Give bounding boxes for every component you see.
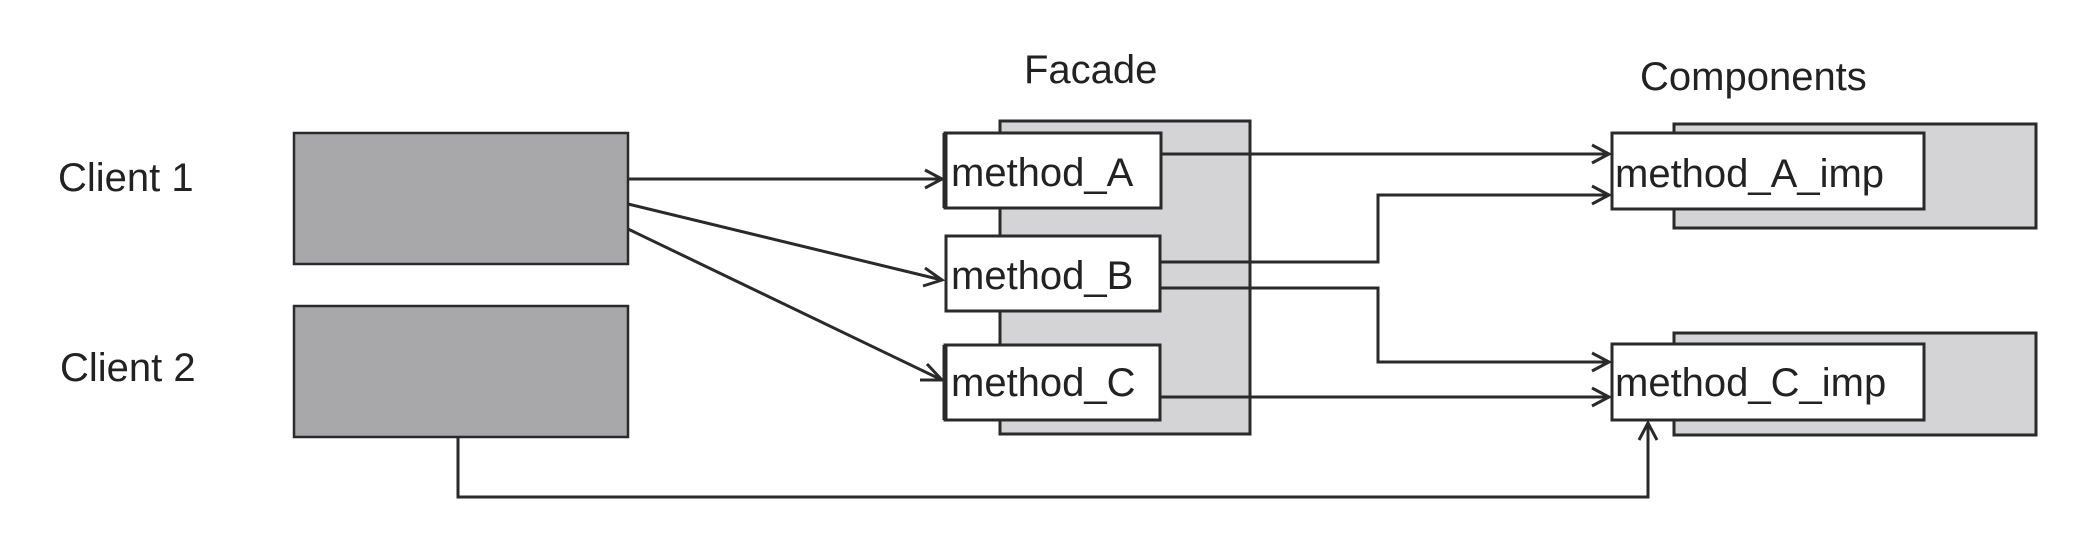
facade-heading: Facade — [1024, 48, 1157, 92]
component-method-a-imp-box — [1610, 131, 1926, 211]
client-2-label: Client 2 — [60, 346, 196, 390]
connector-client1-method-a — [628, 168, 946, 190]
facade-method-c-box — [943, 343, 1162, 422]
client-2-box — [292, 304, 630, 439]
connector-client2-to-c-imp — [456, 419, 1659, 499]
component-method-a-imp: method_A_imp — [1610, 131, 1926, 211]
client-1-label: Client 1 — [58, 156, 194, 200]
component-method-c-imp: method_C_imp — [1610, 342, 1926, 422]
client-1-box — [292, 131, 630, 266]
facade-method-a-box — [943, 131, 1163, 210]
component-method-c-imp-label: method_C_imp — [1615, 361, 1886, 405]
facade-method-c: method_C — [942, 343, 1162, 422]
facade-method-a-label: method_A — [951, 151, 1134, 195]
connector-client1-method-b — [627, 202, 946, 288]
connector-client1-method-c — [627, 227, 946, 382]
facade-method-b: method_B — [944, 234, 1162, 313]
connector-method-c-to-c-imp — [1160, 386, 1613, 408]
connector-method-b-to-c-imp — [1160, 286, 1613, 373]
component-method-a-imp-label: method_A_imp — [1615, 152, 1884, 196]
facade-method-b-box — [944, 234, 1162, 313]
component-method-c-imp-box — [1610, 342, 1926, 422]
components-heading: Components — [1640, 55, 1867, 99]
connector-method-a-to-a-imp — [1161, 143, 1613, 165]
connector-method-b-to-a-imp — [1160, 184, 1613, 264]
facade-method-a: method_A — [942, 131, 1163, 210]
facade-method-b-label: method_B — [951, 254, 1133, 298]
facade-method-c-label: method_C — [951, 361, 1136, 405]
